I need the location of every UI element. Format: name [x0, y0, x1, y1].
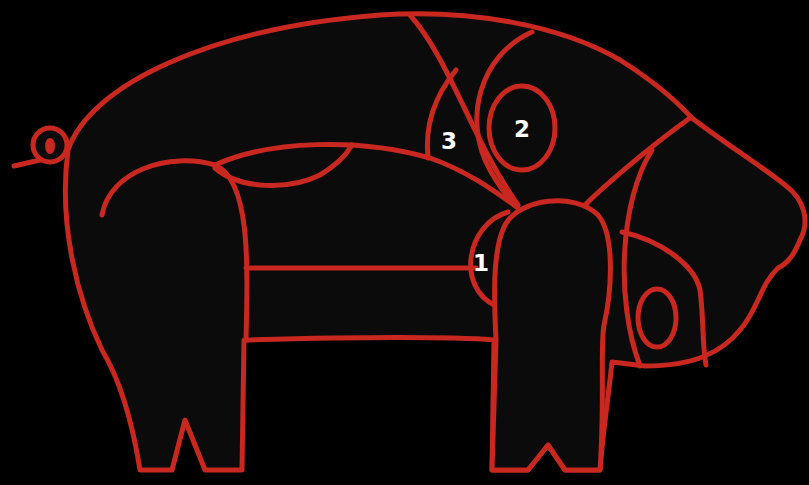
shoulder-line [410, 15, 518, 205]
region-two-outline [489, 86, 555, 170]
jowl-inner-line [622, 232, 706, 365]
front-leg [492, 201, 610, 470]
callout-number: 2 [514, 118, 530, 141]
tail-line [14, 160, 40, 166]
jowl-line [624, 150, 652, 366]
tail-curl [33, 128, 67, 162]
tail-dot [45, 138, 55, 154]
callout-number: 3 [441, 130, 457, 153]
neck-line [585, 118, 690, 205]
callout-number: 1 [473, 252, 489, 275]
jowl-oval [638, 289, 676, 347]
ham-line [102, 161, 247, 340]
loin-line [215, 145, 352, 185]
pig-body [65, 14, 805, 470]
back-line [215, 144, 518, 208]
shoulder-arc [477, 32, 532, 208]
belly-line [246, 266, 476, 271]
